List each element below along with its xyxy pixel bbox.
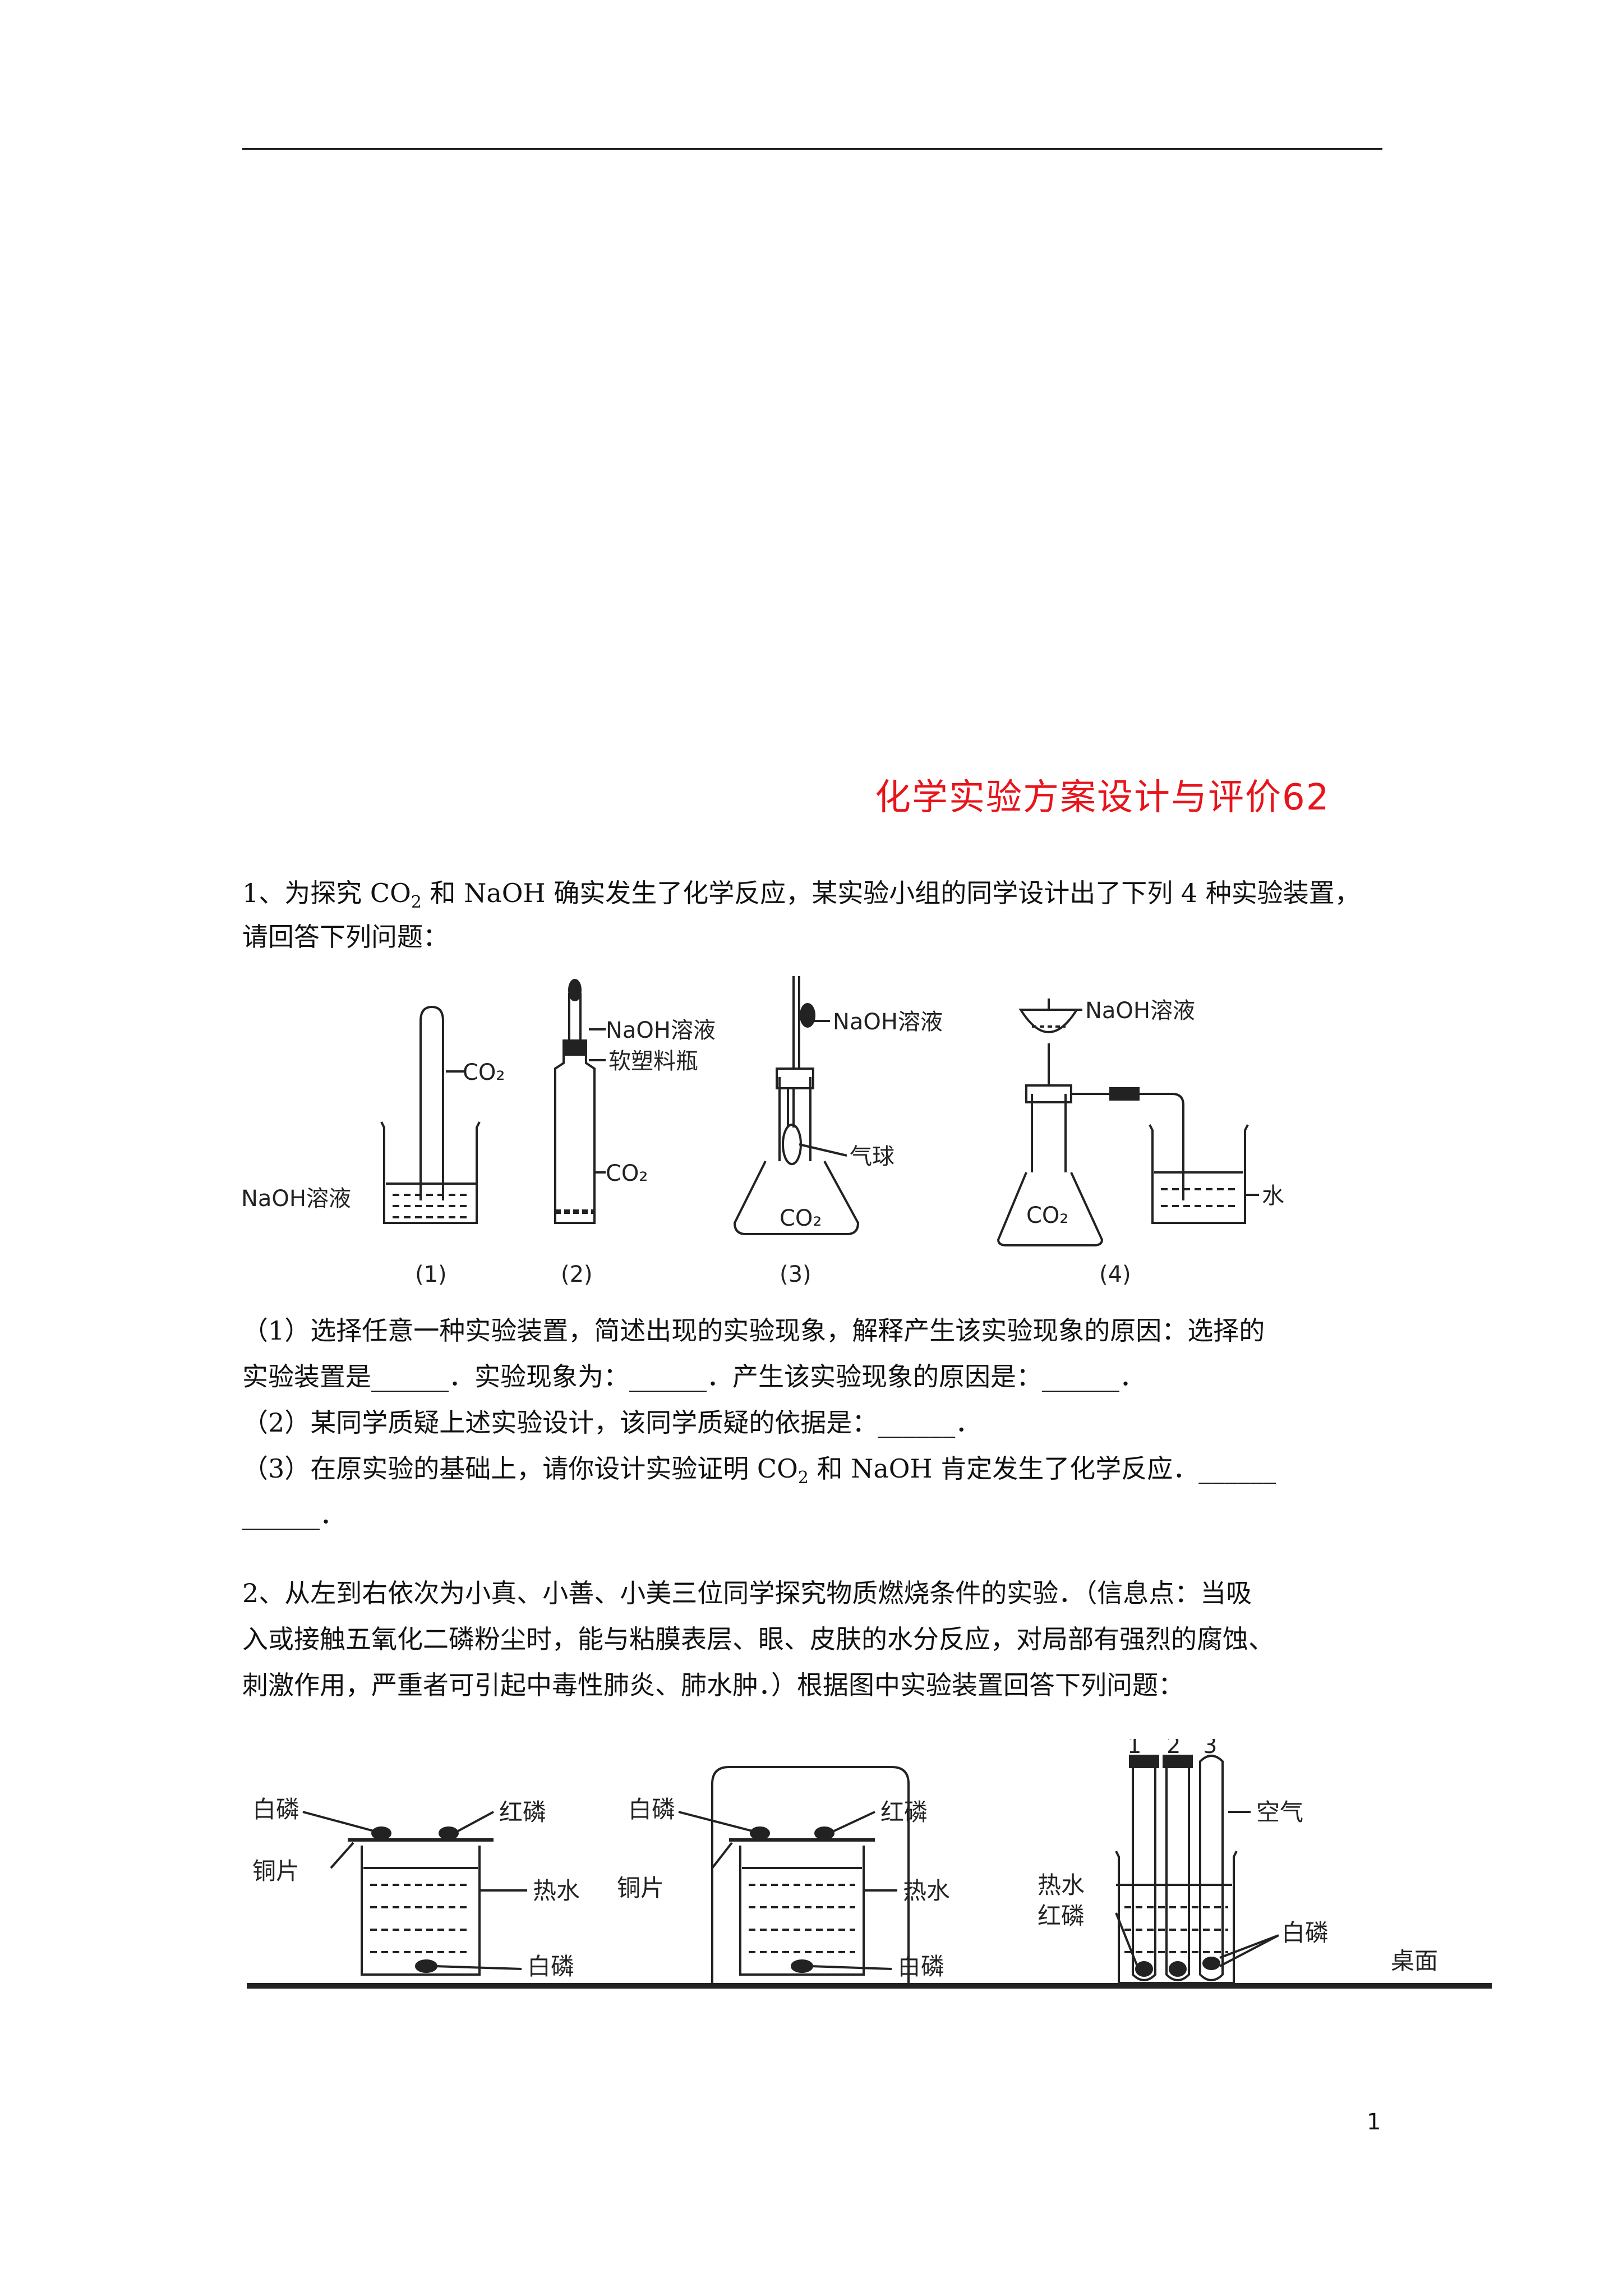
header-rule <box>242 148 1382 150</box>
delivery-tube-4 <box>1071 1093 1184 1200</box>
label-fig-1: (1) <box>415 1262 447 1287</box>
label-air: 空气 <box>1256 1798 1303 1826</box>
label-tube-2: 2 <box>1166 1739 1181 1759</box>
label-hot-water-a: 热水 <box>533 1877 580 1904</box>
figure-q2-combustion: 1 2 3 白磷 红磷 铜片 热水 白磷 白磷 红磷 铜片 热水 白磷 空气 热… <box>247 1739 1492 1989</box>
label-co2-2: CO₂ <box>606 1161 648 1186</box>
q1-sub3-b: 和 NaOH 肯定发生了化学反应．______ <box>808 1453 1276 1484</box>
bell-jar-b <box>711 1766 910 1986</box>
flask-4 <box>997 1172 1104 1246</box>
funnel-4 <box>1018 1009 1079 1033</box>
label-co2-1: CO₂ <box>463 1060 505 1085</box>
bottle-cap-2 <box>562 1039 587 1056</box>
white-p-water-b <box>791 1959 813 1973</box>
q2-line1: 2、从左到右依次为小真、小善、小美三位同学探究物质燃烧条件的实验．（信息点：当吸 <box>242 1578 1252 1608</box>
label-white-p-water-a: 白磷 <box>527 1953 574 1980</box>
soft-bottle-2 <box>554 1048 596 1224</box>
label-naoh-2: NaOH溶液 <box>606 1018 716 1043</box>
q1-line2: 请回答下列问题： <box>242 922 449 952</box>
label-co2-3: CO₂ <box>780 1205 822 1231</box>
white-p-a <box>371 1826 391 1840</box>
label-hot-water-c: 热水 <box>1038 1871 1085 1899</box>
white-p-b <box>750 1826 770 1840</box>
label-tube-1: 1 <box>1127 1739 1141 1759</box>
q1-sub3-a: （3）在原实验的基础上，请你设计实验证明 CO <box>242 1453 798 1484</box>
label-balloon: 气球 <box>850 1144 895 1170</box>
test-tube-1 <box>419 1005 444 1200</box>
label-soft-bottle: 软塑料瓶 <box>608 1048 698 1074</box>
beaker-c <box>1115 1851 1238 1984</box>
label-white-p-c: 白磷 <box>1281 1919 1329 1947</box>
label-naoh-4: NaOH溶液 <box>1085 998 1195 1024</box>
flask-3 <box>733 1161 860 1235</box>
label-red-p-c: 红磷 <box>1038 1902 1085 1930</box>
label-naoh-1: NaOH溶液 <box>241 1186 351 1212</box>
dropper-3 <box>792 976 800 1069</box>
label-table: 桌面 <box>1391 1947 1438 1975</box>
q1-line1-a: 1、为探究 CO <box>242 878 411 908</box>
label-red-p-a: 红磷 <box>499 1798 546 1826</box>
beaker-a <box>361 1846 481 1976</box>
label-white-p-b: 白磷 <box>628 1796 675 1823</box>
label-naoh-3: NaOH溶液 <box>833 1009 943 1035</box>
label-hot-water-b: 热水 <box>903 1877 950 1904</box>
q2-line3: 刺激作用，严重者可引起中毒性肺炎、肺水肿．）根据图中实验装置回答下列问题： <box>242 1670 1184 1700</box>
beaker-1 <box>380 1121 481 1224</box>
q1-sub3-line1: （3）在原实验的基础上，请你设计实验证明 CO2 和 NaOH 肯定发生了化学反… <box>242 1451 1276 1496</box>
label-copper-a: 铜片 <box>252 1857 299 1885</box>
label-white-p-a: 白磷 <box>252 1796 299 1823</box>
stopper-3 <box>776 1068 814 1089</box>
q1-line1-sub: 2 <box>411 892 422 912</box>
tube-2 <box>1165 1767 1190 1981</box>
q1-sub3-line2: ______． <box>242 1499 345 1530</box>
q1-sub1-line1: （1）选择任意一种实验装置，简述出现的实验现象，解释产生该实验现象的原因：选择的 <box>242 1315 1265 1346</box>
label-fig-2: (2) <box>561 1262 593 1287</box>
label-red-p-b: 红磷 <box>880 1798 928 1826</box>
beaker-4 <box>1149 1124 1249 1224</box>
figure-q1-apparatus: CO₂ NaOH溶液 NaOH溶液 软塑料瓶 CO₂ NaOH溶液 气球 CO₂… <box>241 976 1284 1287</box>
red-p-b <box>814 1826 834 1840</box>
white-p-water-a <box>415 1959 437 1973</box>
label-fig-3: (3) <box>780 1262 811 1287</box>
q1-sub2: （2）某同学质疑上述实验设计，该同学质疑的依据是：______． <box>242 1407 981 1438</box>
beaker-b <box>739 1846 865 1976</box>
label-water: 水 <box>1262 1183 1284 1209</box>
q2-line2: 入或接触五氧化二磷粉尘时，能与粘膜表层、眼、皮肤的水分反应，对局部有强烈的腐蚀、 <box>242 1624 1274 1654</box>
red-p-a <box>439 1826 459 1840</box>
page-title: 化学实验方案设计与评价62 <box>875 777 1330 818</box>
label-co2-4: CO₂ <box>1026 1203 1068 1228</box>
dropper-bulb-2 <box>568 979 582 1001</box>
tube-3 <box>1199 1755 1224 1981</box>
tube-1 <box>1132 1767 1156 1981</box>
label-tube-3: 3 <box>1203 1739 1217 1759</box>
label-copper-b: 铜片 <box>617 1874 664 1902</box>
q1-sub3-sub: 2 <box>797 1468 809 1488</box>
q1-line1-b: 和 NaOH 确实发生了化学反应，某实验小组的同学设计出了下列 4 种实验装置， <box>421 878 1361 908</box>
q1-line1: 1、为探究 CO2 和 NaOH 确实发生了化学反应，某实验小组的同学设计出了下… <box>242 875 1361 921</box>
page-number: 1 <box>1367 2109 1381 2135</box>
naoh-liquid-1 <box>393 1194 471 1218</box>
label-fig-4: (4) <box>1099 1262 1131 1287</box>
label-white-p-water-b: 白磷 <box>897 1953 944 1980</box>
balloon-3 <box>782 1124 802 1165</box>
q1-sub1-line2: 实验装置是______．实验现象为：______．产生该实验现象的原因是：___… <box>242 1361 1145 1392</box>
tube-1-cap <box>1129 1755 1159 1768</box>
tube-2-cap <box>1163 1755 1193 1768</box>
